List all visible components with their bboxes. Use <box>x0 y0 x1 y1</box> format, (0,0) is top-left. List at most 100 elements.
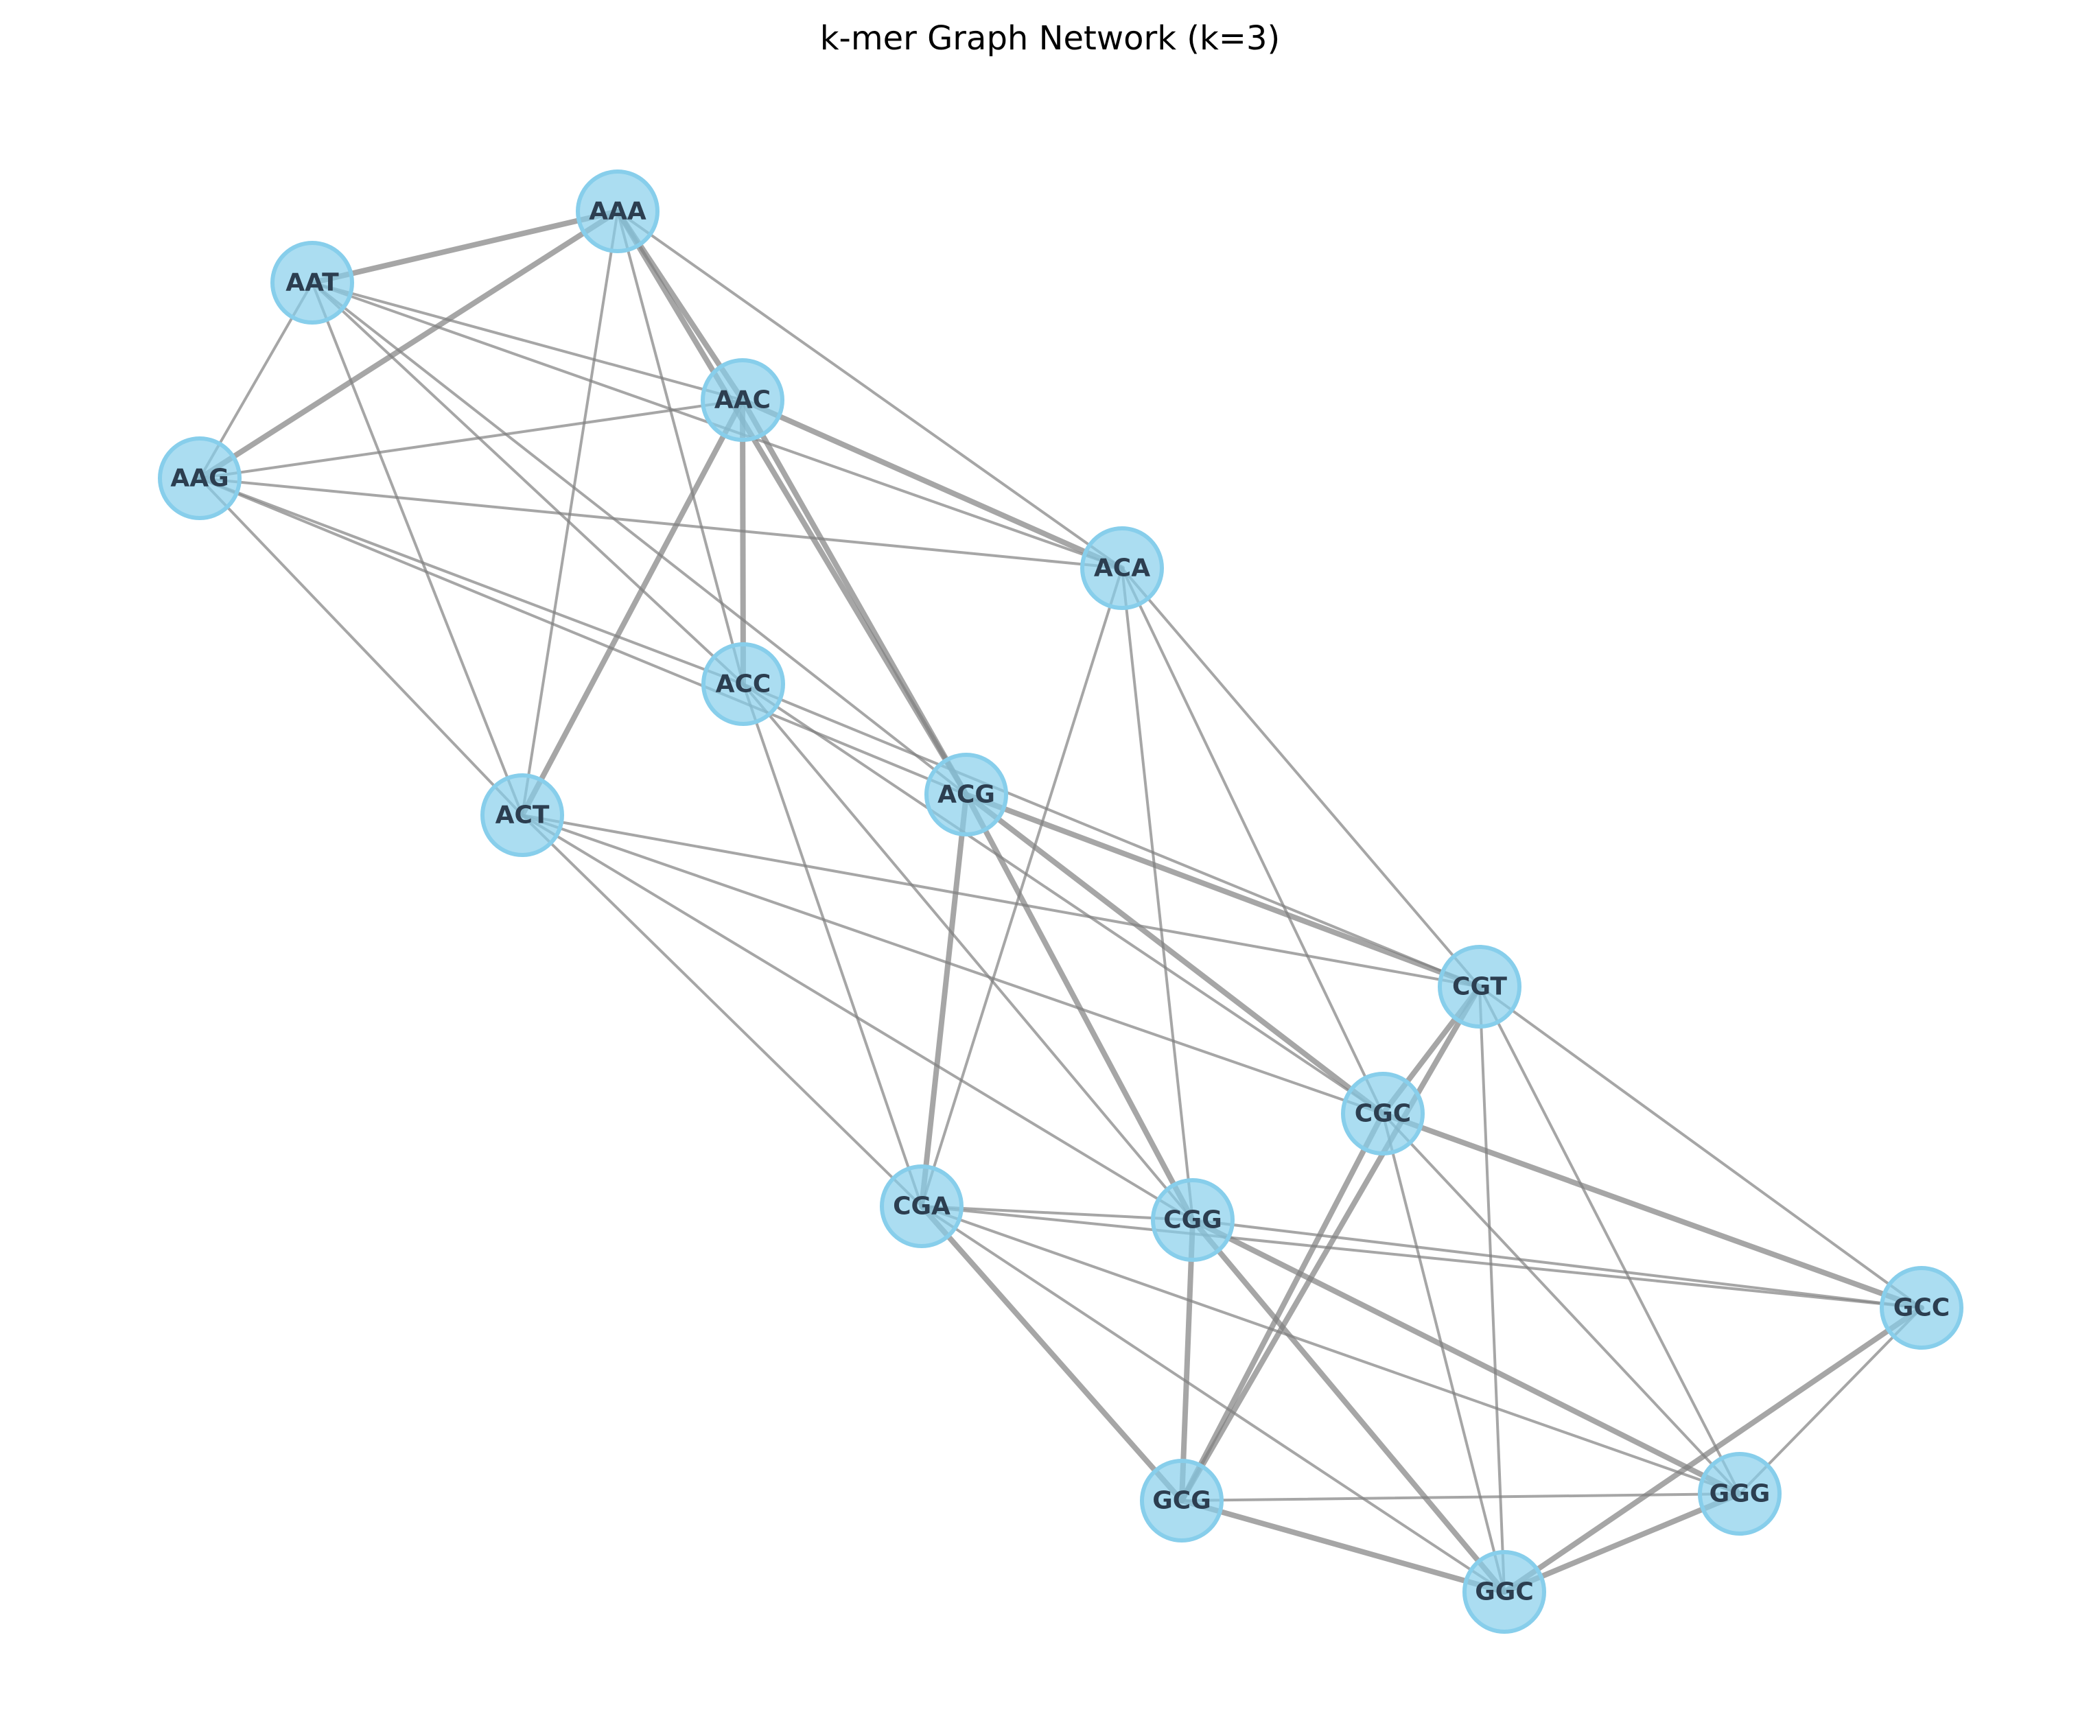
node-circle <box>576 169 660 253</box>
node-aaa[interactable]: AAA <box>576 169 660 253</box>
edge-aca-cgg <box>1121 567 1194 1221</box>
edge-cga-gcc <box>920 1205 1923 1309</box>
edge-aaa-aag <box>197 209 620 481</box>
edge-aag-aca <box>198 477 1123 570</box>
node-aca[interactable]: ACA <box>1080 526 1164 610</box>
edge-acc-cga <box>742 683 923 1208</box>
edge-cga-gcg <box>919 1204 1185 1503</box>
node-label: CGG <box>1163 1206 1222 1234</box>
edge-gcc-ggc <box>1502 1305 1924 1595</box>
node-label: GGG <box>1710 1480 1771 1508</box>
node-circle <box>701 642 785 726</box>
node-gcc[interactable]: GCC <box>1880 1266 1963 1350</box>
edge-aat-act <box>311 281 524 817</box>
edge-aac-aca <box>740 397 1125 571</box>
edge-aat-acc <box>311 281 745 685</box>
edge-cgc-gcc <box>1380 1111 1924 1311</box>
edge-aag-acg <box>198 477 968 796</box>
node-gcg[interactable]: GCG <box>1140 1459 1224 1543</box>
edge-cgt-gcc <box>1478 985 1923 1309</box>
edge-acg-cgc <box>964 792 1386 1116</box>
edge-act-cgg <box>521 814 1194 1221</box>
edge-cga-cgg <box>920 1205 1194 1221</box>
edge-gcg-ggc <box>1179 1498 1507 1595</box>
nodes-layer: AAA AAT AAC AAG ACA ACC ACG ACT CGT CGC CGA CGG GCC G… <box>158 169 1963 1634</box>
node-label: CGC <box>1355 1100 1411 1128</box>
edge-aac-act <box>520 397 745 818</box>
node-label: GCC <box>1893 1294 1950 1322</box>
edge-act-cga <box>521 814 923 1208</box>
node-label: GCG <box>1152 1487 1211 1515</box>
node-circle <box>158 436 242 520</box>
edge-act-cgt <box>521 814 1481 988</box>
node-label: AAC <box>714 386 771 414</box>
node-label: ACC <box>716 670 771 699</box>
edges-layer <box>197 209 1924 1595</box>
edge-aac-acg <box>740 397 969 797</box>
edge-cgt-ggg <box>1478 985 1741 1495</box>
edge-cgg-ggc <box>1190 1217 1507 1595</box>
edge-cgt-gcg <box>1179 984 1482 1503</box>
node-circle <box>1438 945 1521 1029</box>
edge-ggg-ggc <box>1502 1491 1742 1595</box>
edge-aat-acg <box>311 281 968 796</box>
edge-cgg-ggg <box>1190 1217 1742 1497</box>
edge-aaa-aat <box>310 209 620 285</box>
node-label: GGC <box>1475 1578 1534 1606</box>
edge-cgg-gcc <box>1191 1219 1923 1309</box>
edge-cgc-gcg <box>1179 1111 1386 1503</box>
node-circle <box>1880 1266 1963 1350</box>
node-label: AAG <box>170 465 229 493</box>
node-circle <box>1462 1550 1546 1634</box>
node-ggc[interactable]: GGC <box>1462 1550 1546 1634</box>
edge-aaa-acc <box>616 210 745 685</box>
node-cgc[interactable]: CGC <box>1341 1072 1425 1156</box>
node-cgt[interactable]: CGT <box>1438 945 1521 1029</box>
node-acg[interactable]: ACG <box>924 753 1008 836</box>
node-circle <box>1341 1072 1425 1156</box>
node-circle <box>1140 1459 1224 1543</box>
node-label: ACG <box>937 781 995 809</box>
edge-cgg-gcg <box>1179 1217 1195 1503</box>
node-circle <box>1080 526 1164 610</box>
node-label: AAA <box>589 198 646 226</box>
node-label: ACT <box>495 801 550 830</box>
node-aat[interactable]: AAT <box>270 241 354 325</box>
edge-aca-cgt <box>1121 567 1481 988</box>
node-circle <box>880 1164 964 1248</box>
node-act[interactable]: ACT <box>480 773 564 857</box>
edge-gcc-ggg <box>1738 1306 1923 1495</box>
edge-cga-ggg <box>920 1205 1741 1495</box>
edge-acg-cgt <box>964 792 1482 989</box>
node-circle <box>480 773 564 857</box>
figure-title: k-mer Graph Network (k=3) <box>820 19 1281 58</box>
edge-ggg-gcg <box>1180 1492 1741 1502</box>
edge-cgt-ggc <box>1478 985 1506 1593</box>
edge-aag-act <box>198 477 524 817</box>
node-aac[interactable]: AAC <box>701 358 784 442</box>
edge-acc-cgt <box>742 683 1481 988</box>
edge-aag-aac <box>198 399 744 480</box>
node-circle <box>1698 1452 1782 1536</box>
node-label: AAT <box>285 269 339 297</box>
node-label: CGA <box>893 1193 950 1221</box>
edge-acc-cgc <box>742 683 1384 1115</box>
node-label: ACA <box>1094 554 1150 583</box>
node-circle <box>924 753 1008 836</box>
node-circle <box>270 241 354 325</box>
node-ggg[interactable]: GGG <box>1698 1452 1782 1536</box>
edge-aat-aac <box>311 281 744 401</box>
edge-cgc-ggg <box>1381 1112 1741 1495</box>
edge-aca-cga <box>920 567 1123 1208</box>
edge-cga-ggc <box>920 1205 1506 1593</box>
node-cgg[interactable]: CGG <box>1151 1178 1235 1262</box>
node-acc[interactable]: ACC <box>701 642 785 726</box>
edge-act-cgc <box>521 814 1384 1115</box>
edge-acg-cga <box>919 792 969 1209</box>
node-circle <box>1151 1178 1235 1262</box>
edge-cgc-ggc <box>1381 1112 1506 1593</box>
node-cga[interactable]: CGA <box>880 1164 964 1248</box>
node-circle <box>701 358 784 442</box>
node-aag[interactable]: AAG <box>158 436 242 520</box>
